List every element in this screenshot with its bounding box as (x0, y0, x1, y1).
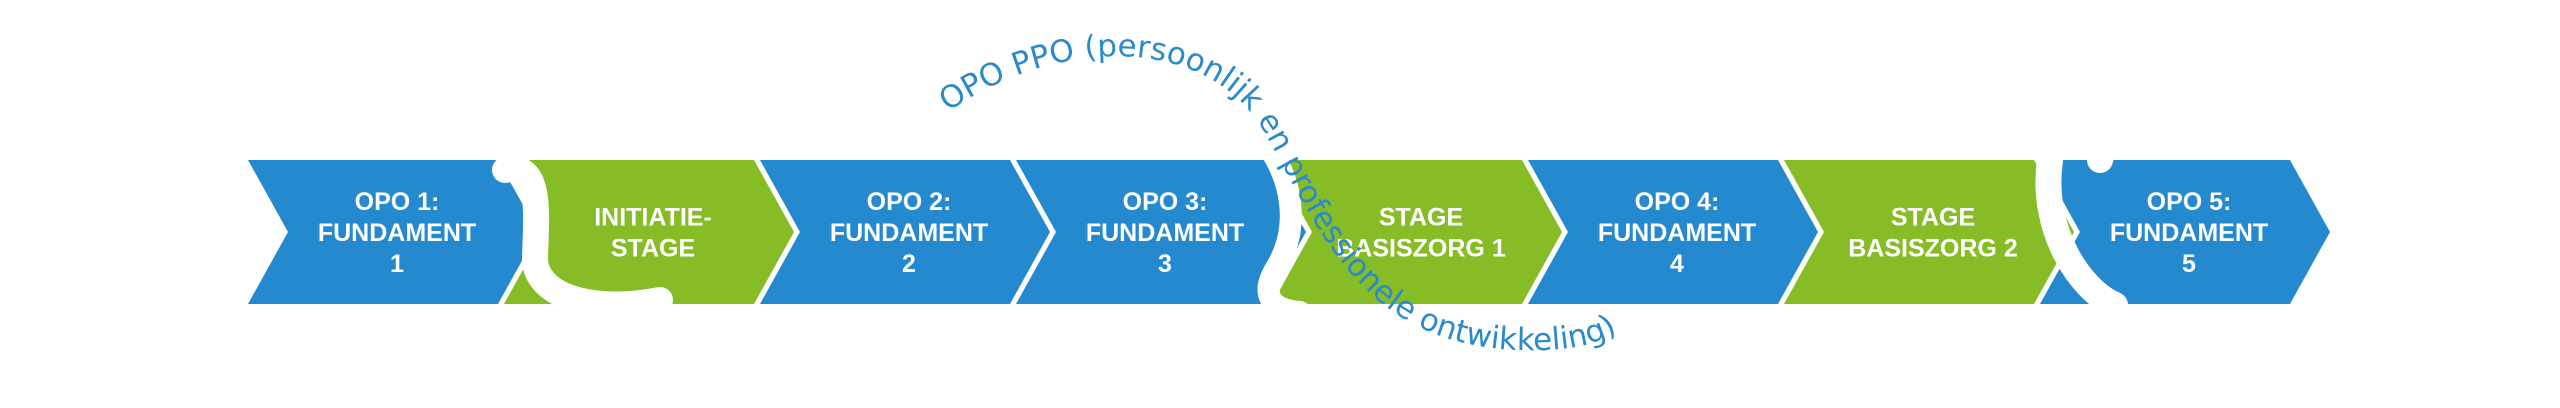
chevron-label-5: STAGE BASISZORG 1 (1336, 204, 1506, 263)
chevron-label-line: FUNDAMENT (2110, 219, 2268, 247)
chevron-label-7: STAGE BASISZORG 2 (1848, 204, 2017, 263)
chevron-label-line: BASISZORG 1 (1336, 235, 1506, 263)
chevron-label-line: FUNDAMENT (830, 219, 988, 247)
chevron-label-3: OPO 2: FUNDAMENT 2 (830, 188, 988, 278)
chevron-label-4: OPO 3: FUNDAMENT 3 (1086, 188, 1244, 278)
chevron-label-line: 2 (902, 250, 916, 278)
chevron-label-2: INITIATIE- STAGE (594, 204, 712, 263)
chevron-label-line: OPO 3: (1123, 188, 1208, 216)
chevron-label-6: OPO 4: FUNDAMENT 4 (1598, 188, 1756, 278)
chevron-step-1 (248, 160, 538, 304)
chevron-label-line: INITIATIE- (594, 204, 712, 232)
chevron-step-3 (760, 160, 1050, 304)
chevron-label-line: BASISZORG 2 (1848, 235, 2017, 263)
wave-band (1251, 127, 1311, 323)
chevron-label-line: 4 (1670, 250, 1684, 278)
chevron-step-5 (1272, 160, 1562, 304)
chevron-label-line: STAGE (1379, 204, 1463, 232)
chevron-labels: OPO 1: FUNDAMENT 1 INITIATIE- STAGE OPO 2: FUN… (318, 188, 2268, 278)
chevron-label-line: STAGE (611, 235, 695, 263)
chevron-step-8 (2040, 160, 2330, 304)
chevron-step-7 (1784, 160, 2074, 304)
chevron-steps (248, 160, 2330, 304)
chevron-step-4 (1016, 160, 1306, 304)
chevron-label-line: 5 (2182, 250, 2196, 278)
chevron-label-line: 1 (390, 250, 404, 278)
chevron-label-line: FUNDAMENT (1598, 219, 1756, 247)
chevron-label-line: OPO 4: (1635, 188, 1720, 216)
chevron-step-6 (1528, 160, 1818, 304)
chevron-label-line: FUNDAMENT (318, 219, 476, 247)
wave-band (2035, 118, 2153, 318)
chevron-label-8: OPO 5: FUNDAMENT 5 (2110, 188, 2268, 278)
chevron-label-line: 3 (1158, 250, 1172, 278)
chevron-label-1: OPO 1: FUNDAMENT 1 (318, 188, 476, 278)
chevron-label-line: OPO 2: (867, 188, 952, 216)
chevron-label-line: STAGE (1891, 204, 1975, 232)
chevron-label-line: OPO 1: (355, 188, 440, 216)
chevron-label-line: FUNDAMENT (1086, 219, 1244, 247)
chevron-label-line: OPO 5: (2147, 188, 2232, 216)
chevron-step-2 (504, 160, 794, 304)
wave-band (492, 156, 673, 318)
